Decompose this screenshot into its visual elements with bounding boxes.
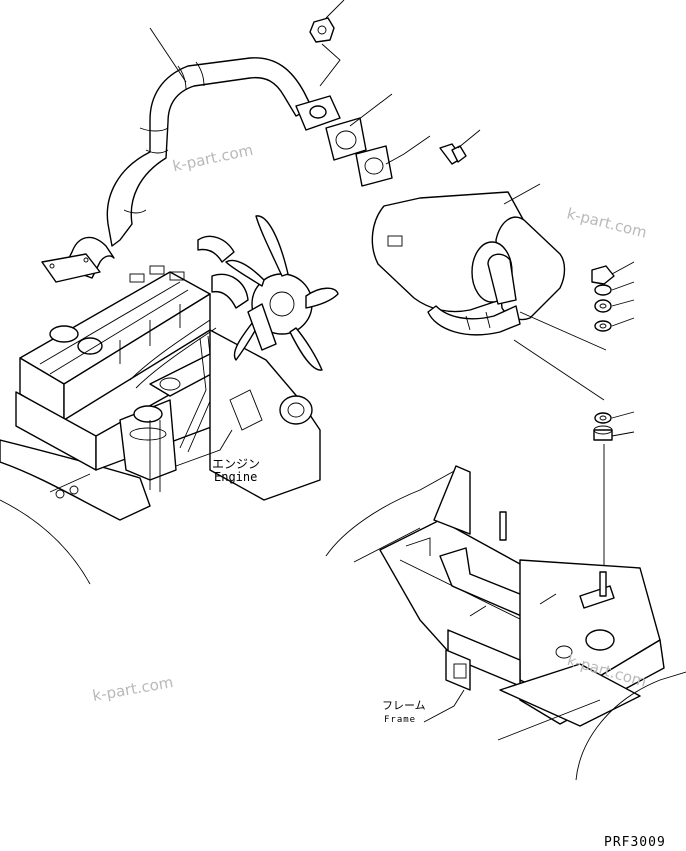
frame-label-ja: フレーム bbox=[382, 699, 426, 712]
gasket-2 bbox=[355, 135, 431, 187]
engine-label-en: Engine bbox=[214, 470, 258, 484]
engine-label-ja: エンジン bbox=[212, 457, 261, 471]
exhaust-pipe bbox=[41, 27, 341, 283]
bolt bbox=[439, 129, 481, 165]
drawing-code: PRF3009 bbox=[604, 835, 666, 850]
engine-leader bbox=[175, 429, 233, 467]
nut-top bbox=[309, 0, 345, 87]
frame-label-en: Frame bbox=[384, 715, 417, 725]
hardware-stack bbox=[513, 261, 635, 576]
gasket-1 bbox=[325, 93, 393, 161]
frame bbox=[325, 465, 686, 781]
engine bbox=[0, 215, 339, 585]
muffler bbox=[371, 183, 566, 336]
